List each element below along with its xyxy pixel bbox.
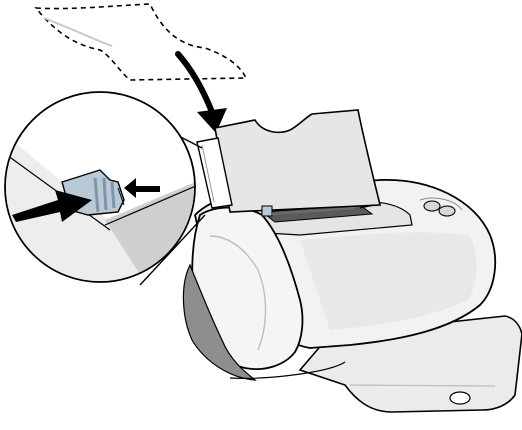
tray-stop: [449, 391, 471, 405]
insert-paper-arrow: [175, 51, 227, 133]
squeeze-arrow-right: [124, 178, 160, 198]
printer: [182, 109, 522, 413]
loaded-paper-stack: [196, 137, 233, 209]
squeeze-arrow-left: [12, 190, 92, 222]
control-panel: [419, 197, 463, 217]
paper-sheet-outline: [34, 3, 248, 81]
paper-guide-small: [261, 205, 273, 217]
resume-button: [438, 205, 456, 217]
paper-support: [214, 109, 382, 213]
power-button: [423, 200, 441, 212]
printer-base-shadow: [182, 263, 257, 381]
zoom-detail-callout: [4, 91, 206, 286]
